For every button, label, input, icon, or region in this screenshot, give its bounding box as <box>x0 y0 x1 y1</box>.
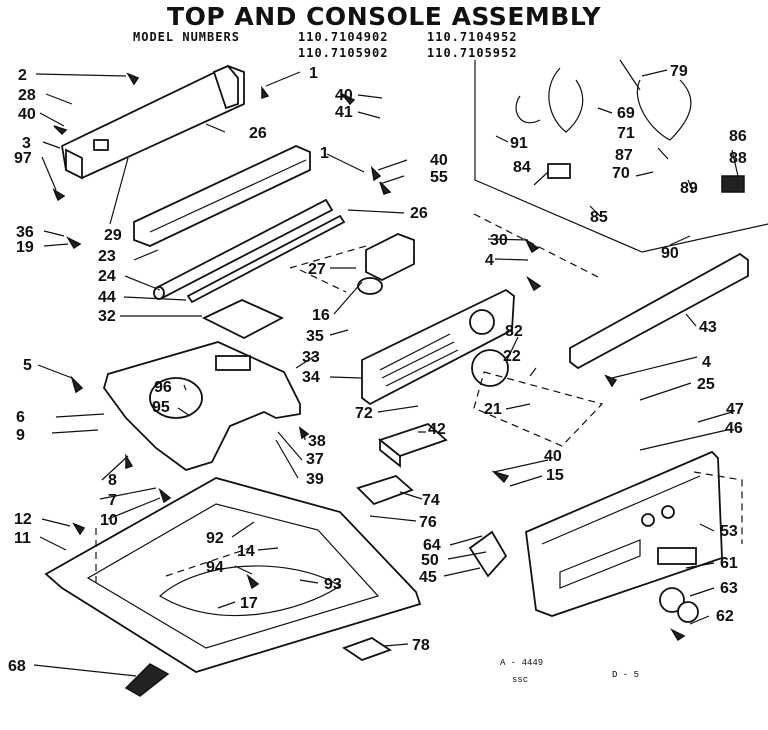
callout-6: 6 <box>16 409 25 426</box>
callout-10: 10 <box>100 512 118 529</box>
callout-89: 89 <box>680 180 698 197</box>
callout-26: 26 <box>249 125 267 142</box>
callout-11: 11 <box>14 530 31 547</box>
callout-14: 14 <box>237 543 255 560</box>
callout-22: 22 <box>503 348 521 365</box>
callout-46: 46 <box>725 420 743 437</box>
small-mark: ssc <box>512 675 528 685</box>
callout-40c: 40 <box>430 152 448 169</box>
callout-33: 33 <box>302 349 320 366</box>
callout-78: 78 <box>412 637 430 654</box>
callout-labels: 2 1 28 40 3 97 26 29 36 19 1 40 41 26 40… <box>8 63 747 675</box>
callout-32: 32 <box>98 308 116 325</box>
callout-94: 94 <box>206 559 224 576</box>
callout-1b: 1 <box>320 145 329 162</box>
callout-55: 55 <box>430 169 448 186</box>
callout-61: 61 <box>720 555 738 572</box>
callout-93: 93 <box>324 576 342 593</box>
callout-7: 7 <box>108 492 117 509</box>
callout-69: 69 <box>617 105 635 122</box>
callout-64: 64 <box>423 537 441 554</box>
callout-36: 36 <box>16 224 34 241</box>
callout-44: 44 <box>98 289 116 306</box>
callout-72: 72 <box>355 405 373 422</box>
callout-29: 29 <box>104 227 122 244</box>
callout-15: 15 <box>546 467 564 484</box>
callout-21: 21 <box>484 401 502 418</box>
callout-41: 41 <box>335 104 353 121</box>
callout-87: 87 <box>615 147 633 164</box>
callout-50: 50 <box>421 552 439 569</box>
callout-35: 35 <box>306 328 324 345</box>
callout-17: 17 <box>240 595 258 612</box>
callout-40b: 40 <box>335 87 353 104</box>
callout-2: 2 <box>18 67 27 84</box>
page-ref: D - 5 <box>612 670 639 680</box>
drawing-id: A - 4449 <box>500 658 543 668</box>
callout-4: 4 <box>485 252 494 269</box>
model-number-1: 110.7104902 <box>298 30 389 44</box>
callout-71: 71 <box>617 125 635 142</box>
callout-85: 85 <box>590 209 608 226</box>
callout-38: 38 <box>308 433 326 450</box>
callout-23: 23 <box>98 248 116 265</box>
callout-24: 24 <box>98 268 116 285</box>
callout-70: 70 <box>612 165 630 182</box>
callout-30: 30 <box>490 232 508 249</box>
callout-40: 40 <box>18 106 36 123</box>
callout-43: 43 <box>699 319 717 336</box>
callout-92: 92 <box>206 530 224 547</box>
callout-90: 90 <box>661 245 679 262</box>
model-numbers-label: MODEL NUMBERS <box>133 30 240 44</box>
callout-26b: 26 <box>410 205 428 222</box>
callout-42: 42 <box>428 421 446 438</box>
callout-25: 25 <box>697 376 715 393</box>
callout-37: 37 <box>306 451 324 468</box>
leader-lines <box>33 69 739 677</box>
callout-39: 39 <box>306 471 324 488</box>
callout-40d: 40 <box>544 448 562 465</box>
model-number-3: 110.7105902 <box>298 46 389 60</box>
callout-91: 91 <box>510 135 528 152</box>
callout-45: 45 <box>419 569 437 586</box>
callout-12: 12 <box>14 511 32 528</box>
callout-5: 5 <box>23 357 32 374</box>
callout-68: 68 <box>8 658 26 675</box>
callout-63: 63 <box>720 580 738 597</box>
callout-53: 53 <box>720 523 738 540</box>
callout-84: 84 <box>513 159 531 176</box>
callout-8: 8 <box>108 472 117 489</box>
callout-97: 97 <box>14 150 32 167</box>
callout-96: 96 <box>154 379 172 396</box>
parts-drawing <box>44 59 768 697</box>
callout-86: 86 <box>729 128 747 145</box>
callout-76: 76 <box>419 514 437 531</box>
callout-1: 1 <box>309 65 318 82</box>
model-number-2: 110.7104952 <box>427 30 518 44</box>
callout-16: 16 <box>312 307 330 324</box>
callout-19: 19 <box>16 239 34 256</box>
callout-82: 82 <box>505 323 523 340</box>
callout-62: 62 <box>716 608 734 625</box>
callout-47: 47 <box>726 401 744 418</box>
callout-95: 95 <box>152 399 170 416</box>
callout-9: 9 <box>16 427 25 444</box>
callout-27: 27 <box>308 261 326 278</box>
diagram-title: TOP AND CONSOLE ASSEMBLY <box>167 2 601 31</box>
model-number-4: 110.7105952 <box>427 46 518 60</box>
callout-79: 79 <box>670 63 688 80</box>
callout-88: 88 <box>729 150 747 167</box>
callout-4b: 4 <box>702 354 711 371</box>
callout-28: 28 <box>18 87 36 104</box>
callout-3: 3 <box>22 135 31 152</box>
callout-34: 34 <box>302 369 320 386</box>
callout-74: 74 <box>422 492 440 509</box>
